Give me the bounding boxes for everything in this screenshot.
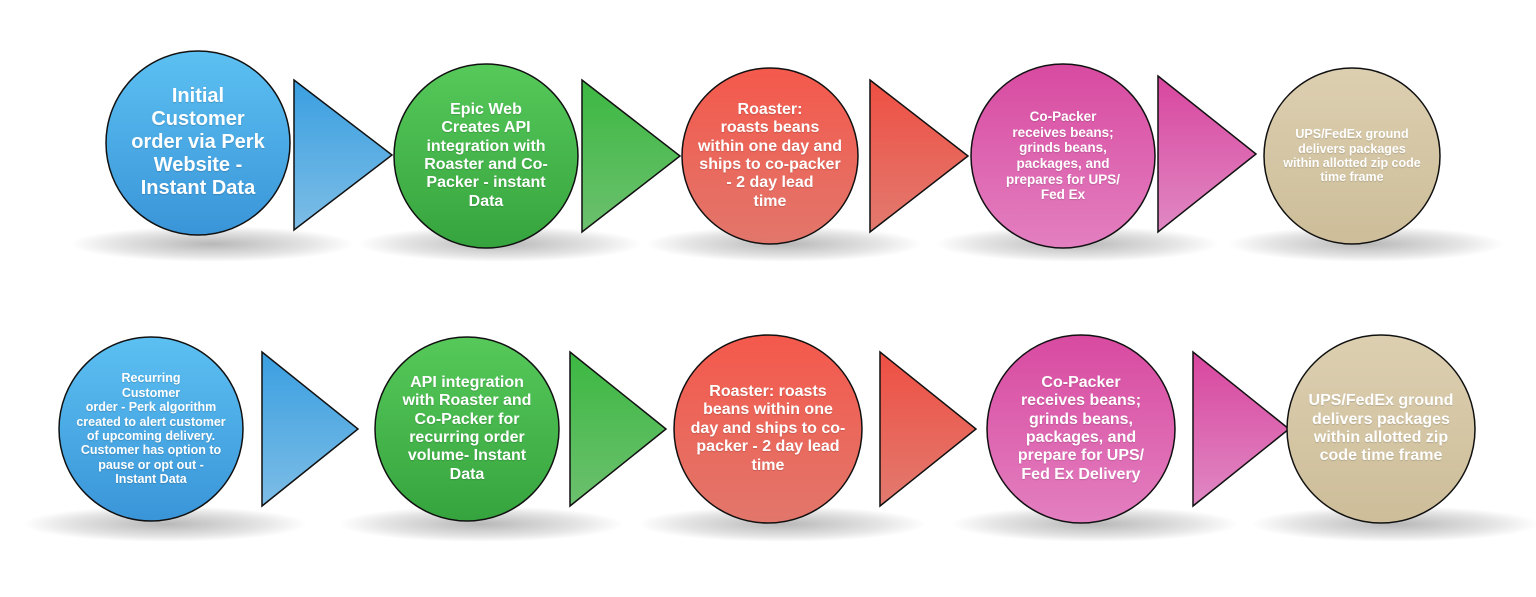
row1-step-3-circle: [681, 67, 859, 245]
row2-step-5-label: UPS/FedEx ground delivers packages withi…: [1308, 392, 1454, 465]
step-shadow: [1251, 506, 1536, 542]
row2-step-2-circle: [374, 336, 560, 522]
row2-step-3-label: Roaster: roasts beans within one day and…: [690, 383, 846, 474]
step-shadow: [23, 506, 307, 542]
row1-step-4-circle: [970, 63, 1156, 249]
row2-arrow-3: [879, 350, 978, 508]
row1-step-1-circle: [105, 50, 291, 236]
row1-step-2-label: Epic Web Creates API integration with Ro…: [424, 100, 548, 210]
step-shadow: [1228, 226, 1504, 262]
row1-arrow-1: [293, 78, 394, 232]
row1-step-1-label: Initial Customer order via Perk Website …: [131, 85, 265, 200]
row1-arrow-2: [581, 78, 682, 234]
row2-step-5-circle: [1286, 334, 1476, 524]
step-shadow: [646, 226, 922, 262]
row2-step-1-label: Recurring Customer order - Perk algorith…: [76, 371, 226, 487]
row1-arrow-4: [1157, 74, 1258, 234]
row2-step-4-circle: [986, 334, 1176, 524]
step-shadow: [638, 506, 926, 542]
row1-step-3-label: Roaster: roasts beans within one day and…: [697, 100, 842, 210]
row2-step-4-label: Co-Packer receives beans; grinds beans, …: [1017, 373, 1145, 483]
row1-step-5-label: UPS/FedEx ground delivers packages withi…: [1283, 127, 1421, 185]
row2-arrow-1: [261, 350, 360, 508]
row2-step-1-circle: [58, 336, 244, 522]
step-shadow: [70, 226, 354, 262]
row2-step-2-label: API integration with Roaster and Co-Pack…: [402, 373, 532, 483]
step-shadow: [951, 506, 1239, 542]
row1-arrow-3: [869, 78, 970, 234]
row2-arrow-4: [1192, 350, 1291, 508]
step-shadow: [339, 506, 623, 542]
row1-step-5-circle: [1263, 67, 1441, 245]
row2-step-3-circle: [673, 334, 863, 524]
row2-arrow-2: [569, 350, 668, 508]
row1-step-2-circle: [393, 63, 579, 249]
row1-step-4-label: Co-Packer receives beans; grinds beans, …: [1005, 109, 1121, 203]
